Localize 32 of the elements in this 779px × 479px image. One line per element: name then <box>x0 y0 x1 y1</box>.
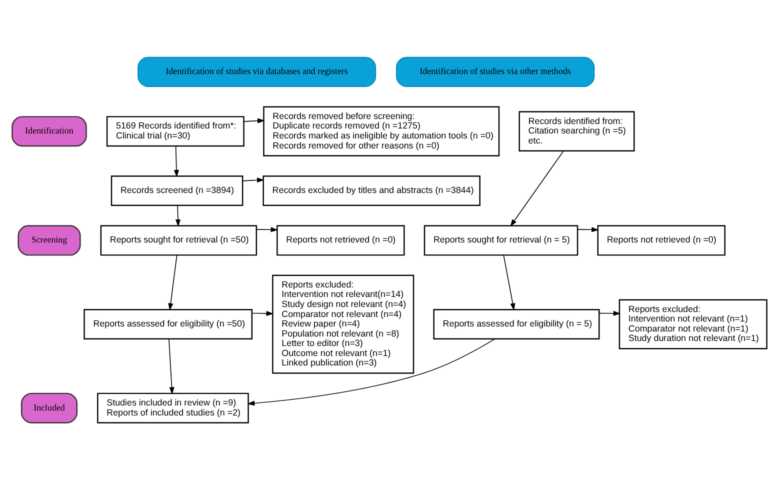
node-box: Records removed before screening: Duplicate records removed (n =1275) Records marked as ineligible by automation tools (n =0) Records removed for other reasons (n =0) <box>263 106 500 156</box>
node-box: Identification of studies via databases and registers <box>138 56 376 86</box>
node-box: Records identified from: Citation searching (n =5) etc. <box>518 110 635 151</box>
node-box: Identification <box>12 116 87 146</box>
node-box: Records screened (n =3894) <box>110 174 244 206</box>
node-box: Reports not retrieved (n =0) <box>276 224 405 256</box>
arrow <box>503 254 516 310</box>
arrow <box>243 118 265 123</box>
arrow <box>175 204 181 226</box>
node-box: Reports excluded: Intervention not relevant(n=14) Study design not relevant (n=4) Comparator not relevant (n=4) Review paper (n=4) Population not relevant (n =8) Letter to editor (n=3) Outcome not relevant (n=1) Linked publication (n=3) <box>272 274 414 374</box>
node-box: Reports not retrieved (n =0) <box>597 224 726 256</box>
arrow <box>168 254 178 310</box>
arrow <box>577 226 599 232</box>
arrow <box>168 338 174 394</box>
node-box: Reports sought for retrieval (n =50) <box>100 224 258 256</box>
arrow <box>256 226 278 232</box>
arrow <box>510 150 564 226</box>
arrow <box>247 338 496 406</box>
node-box: Reports excluded: Intervention not relevant (n=1) Comparator not relevant (n=1) Study duration not relevant (n=1) <box>618 298 768 349</box>
arrow <box>598 310 621 316</box>
node-box: Reports assessed for eligibility (n =50) <box>84 308 253 339</box>
arrow <box>174 145 180 177</box>
node-box: Reports assessed for eligibility (n = 5) <box>433 308 600 339</box>
node-box: Identification of studies via other methods <box>396 56 595 86</box>
node-box: Reports sought for retrieval (n = 5) <box>424 224 578 256</box>
arrow <box>252 310 274 316</box>
node-box: Included <box>20 392 78 423</box>
node-box: 5169 Records identified from*: Clinical trial (n=30) <box>106 116 244 146</box>
node-box: Studies included in review (n =9) Reports of included studies (n =2) <box>97 392 249 423</box>
node-box: Records excluded by titles and abstracts (n =3844) <box>262 174 480 206</box>
node-box: Screening <box>18 224 81 256</box>
arrow <box>242 177 264 182</box>
